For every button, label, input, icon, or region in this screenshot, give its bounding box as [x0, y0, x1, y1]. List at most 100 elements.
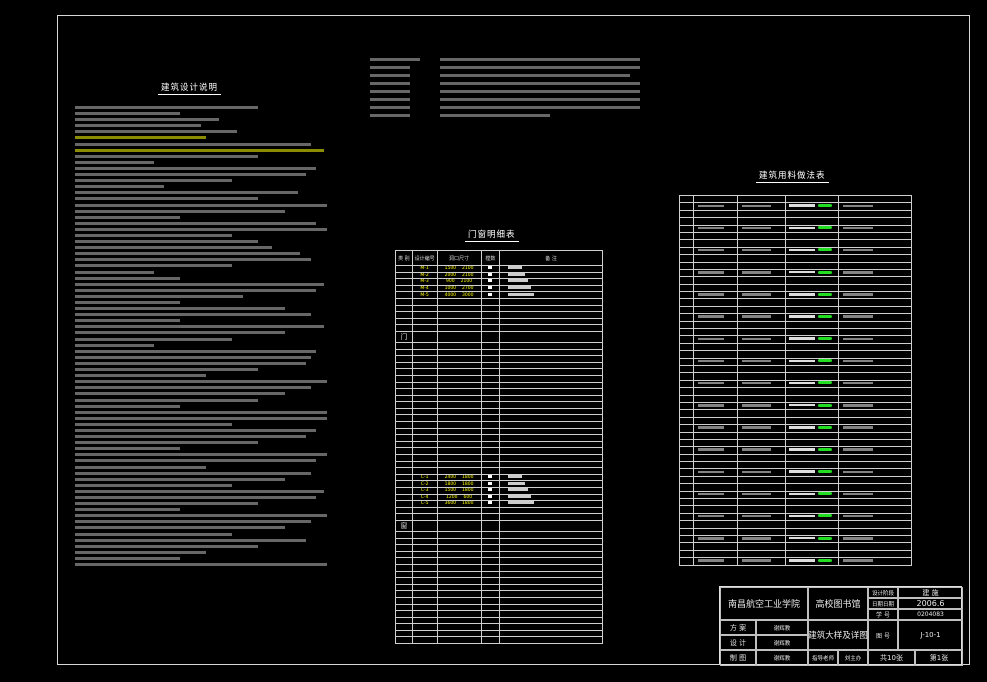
- count-cell: [480, 596, 501, 605]
- material-cell: [693, 542, 739, 551]
- role-draw-name: 谢辉教: [756, 650, 808, 666]
- material-cell: [837, 350, 913, 359]
- table-row: [395, 374, 603, 383]
- size-cell: [436, 603, 482, 612]
- group-cell: [395, 434, 413, 442]
- size-cell: [436, 388, 482, 396]
- material-cell: [737, 364, 787, 374]
- left-notes-panel: 建筑设计说明: [70, 70, 340, 630]
- group-cell: [395, 563, 413, 572]
- material-cell: [737, 276, 787, 285]
- material-cell: [678, 490, 695, 500]
- remark-mark: [508, 266, 523, 270]
- material-cell: [693, 291, 739, 300]
- material-ref: [789, 426, 816, 429]
- material-cell: [785, 276, 839, 285]
- group-cell: [395, 473, 413, 482]
- material-row: [678, 342, 913, 352]
- remark-mark: [508, 475, 523, 479]
- group-cell: [395, 487, 413, 495]
- table-row: [395, 467, 603, 475]
- material-cell: [693, 416, 739, 426]
- material-ref: [789, 403, 816, 407]
- material-cell: [693, 328, 739, 337]
- code-cell: M-1: [411, 265, 438, 273]
- count-cell: [480, 414, 501, 423]
- material-cell: [837, 394, 913, 403]
- material-cell: [837, 468, 913, 477]
- material-cell: [837, 335, 913, 344]
- material-cell: [678, 239, 695, 248]
- material-ref: [789, 536, 816, 540]
- count-cell: [480, 447, 501, 456]
- material-row: [678, 268, 913, 278]
- table-row: [395, 348, 603, 357]
- note-line: [75, 550, 206, 554]
- material-row: [678, 320, 913, 330]
- note-line: [75, 160, 154, 164]
- material-cell: [693, 387, 739, 396]
- count-cell: [480, 473, 501, 482]
- group-cell: [395, 616, 413, 625]
- student-no-label: 学 号: [868, 609, 898, 620]
- material-cell: [693, 453, 739, 463]
- size-cell: [436, 519, 482, 532]
- code-cell: [411, 577, 438, 585]
- material-cell: [678, 231, 695, 241]
- material-ref: [789, 448, 816, 451]
- material-cell: [785, 431, 839, 440]
- code-cell: [411, 368, 438, 376]
- material-cell: [785, 239, 839, 248]
- material-cell: [737, 557, 787, 566]
- material-ref: [789, 293, 816, 296]
- code-cell: [411, 454, 438, 462]
- code-cell: [411, 513, 438, 521]
- remark-cell: [499, 317, 603, 326]
- remark-cell: [499, 557, 603, 565]
- material-cell: [693, 483, 739, 492]
- material-text: [742, 293, 771, 296]
- note-line: [75, 154, 259, 158]
- count-cell: [480, 394, 501, 403]
- material-text: [698, 315, 725, 318]
- material-row: [678, 357, 913, 367]
- remark-cell: [499, 297, 603, 306]
- group-cell: [395, 544, 413, 552]
- count-cell: [480, 440, 501, 449]
- remark-cell: [499, 513, 603, 521]
- code-cell: [411, 414, 438, 423]
- count-cell: [480, 636, 501, 645]
- code-cell: [411, 583, 438, 592]
- material-row: [678, 438, 913, 448]
- material-cell: [737, 202, 787, 211]
- material-text: [742, 315, 771, 318]
- material-cell: [785, 416, 839, 426]
- note-line: [75, 118, 220, 122]
- note-line: [75, 538, 306, 542]
- remark-cell: [499, 427, 603, 436]
- remark-cell: [499, 629, 603, 638]
- green-marker: [818, 314, 833, 318]
- remark-cell: [499, 355, 603, 363]
- remark-cell: [499, 544, 603, 552]
- table-row: [395, 297, 603, 306]
- material-cell: [678, 497, 695, 507]
- note-line: [75, 264, 233, 268]
- group-cell: [395, 537, 413, 546]
- material-note: [842, 559, 873, 562]
- green-marker: [818, 536, 833, 540]
- material-text: [742, 204, 771, 208]
- count-cell: [480, 341, 501, 350]
- material-note: [842, 293, 873, 296]
- material-cell: [837, 313, 913, 322]
- width-value: 3600: [444, 501, 457, 507]
- material-cell: [678, 372, 695, 381]
- remark-cell: [499, 519, 603, 532]
- material-cell: [737, 483, 787, 492]
- size-cell: [436, 311, 482, 319]
- group-cell: [395, 394, 413, 403]
